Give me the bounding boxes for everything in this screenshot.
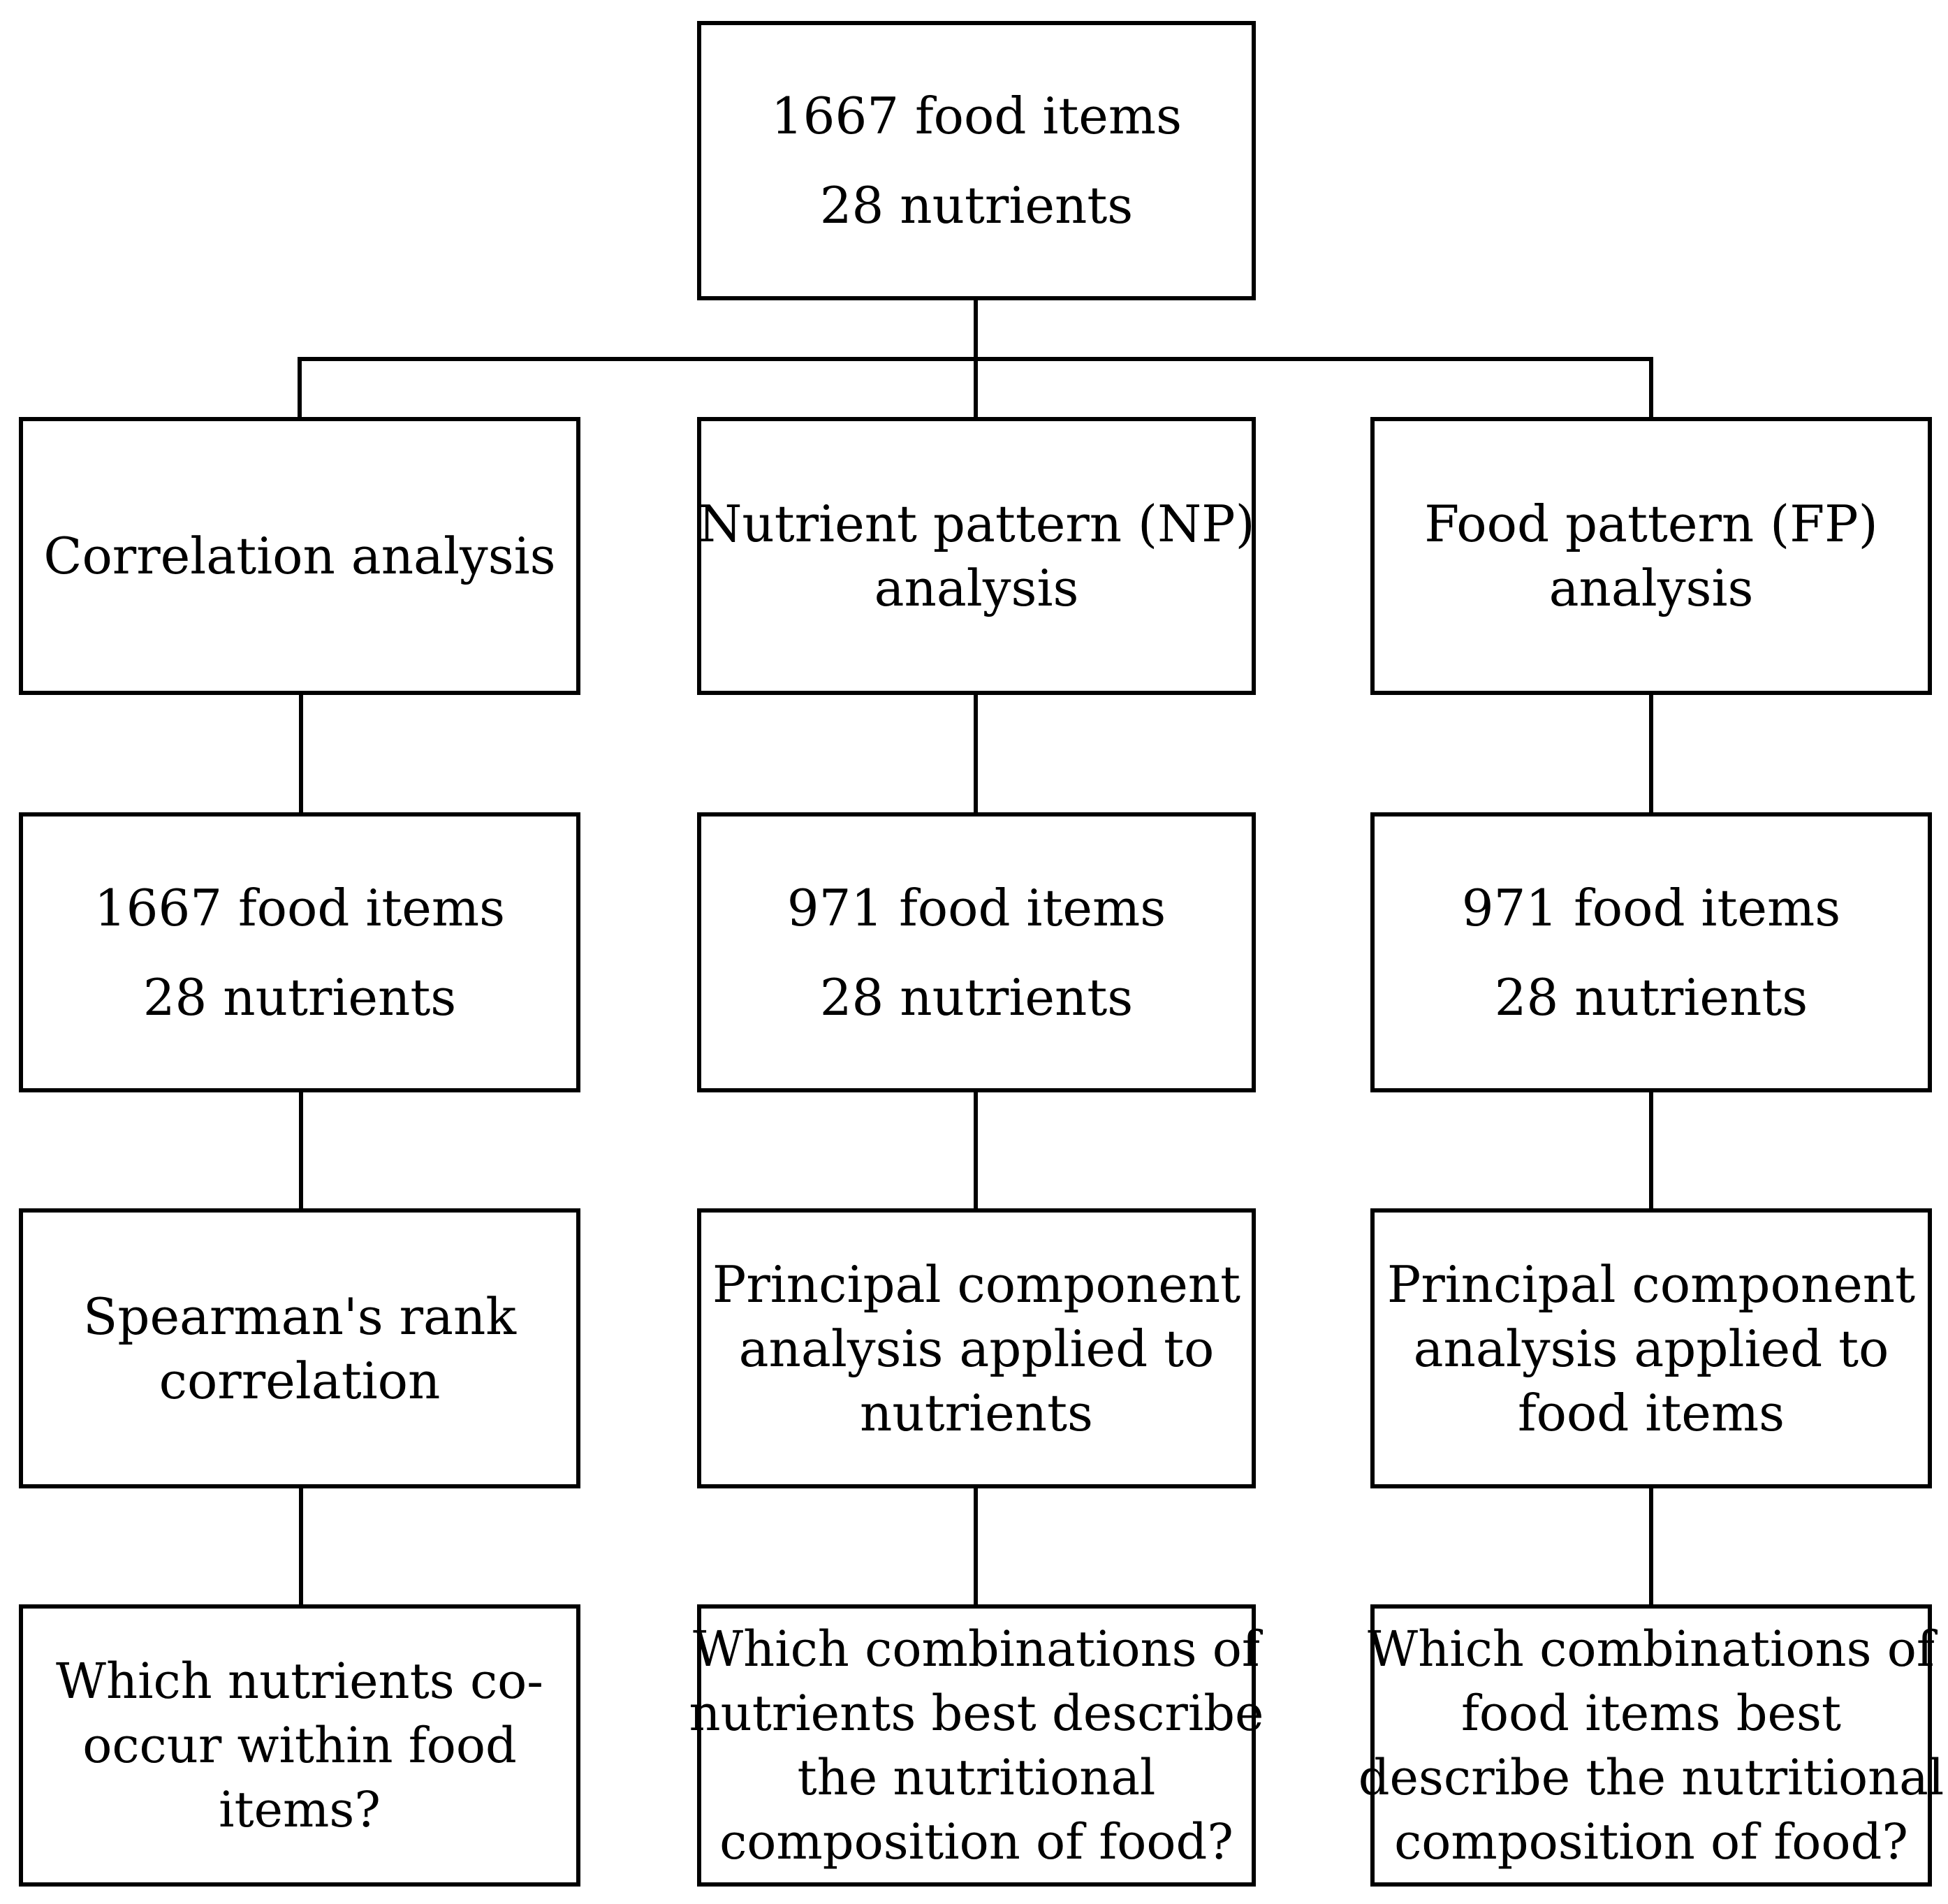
dataset-nutrients: 28 nutrients — [1494, 967, 1808, 1027]
fp-question-box: Which combinations of food items best de… — [1359, 1604, 1944, 1887]
question-text: items? — [219, 1781, 381, 1838]
correlation-analysis-box: Correlation analysis — [19, 417, 580, 695]
question-text: composition of food? — [719, 1813, 1233, 1870]
dataset-food-items: 971 food items — [786, 878, 1166, 937]
dataset-food-items: 971 food items — [1461, 878, 1841, 937]
dataset-nutrients: 28 nutrients — [819, 967, 1134, 1027]
method-label: Correlation analysis — [43, 527, 556, 585]
technique-label: correlation — [159, 1351, 441, 1410]
question-text: the nutritional — [797, 1749, 1156, 1806]
method-label: analysis — [874, 559, 1079, 617]
question-text: Which combinations of — [1368, 1620, 1935, 1678]
pca-nutrients-box: Principal component analysis applied to … — [697, 1208, 1256, 1488]
food-pattern-analysis-box: Food pattern (FP) analysis — [1370, 417, 1932, 695]
dataset-food-items: 1667 food items — [94, 878, 506, 937]
question-text: composition of food? — [1394, 1813, 1908, 1870]
method-label: Nutrient pattern (NP) — [698, 495, 1255, 553]
dataset-root-box: 1667 food items 28 nutrients — [697, 21, 1256, 300]
technique-label: Spearman's rank — [83, 1287, 516, 1346]
pca-food-items-box: Principal component analysis applied to … — [1370, 1208, 1932, 1488]
question-text: food items best — [1460, 1685, 1842, 1742]
correlation-dataset-box: 1667 food items 28 nutrients — [19, 812, 580, 1092]
question-text: occur within food — [82, 1717, 517, 1774]
spearman-correlation-box: Spearman's rank correlation — [19, 1208, 580, 1488]
fp-dataset-box: 971 food items 28 nutrients — [1370, 812, 1932, 1092]
method-label: analysis — [1548, 559, 1754, 617]
technique-label: Principal component — [1386, 1254, 1916, 1314]
technique-label: analysis applied to — [1413, 1319, 1889, 1378]
np-dataset-box: 971 food items 28 nutrients — [697, 812, 1256, 1092]
correlation-question-box: Which nutrients co- occur within food it… — [19, 1604, 580, 1887]
technique-label: food items — [1517, 1383, 1785, 1442]
root-nutrients: 28 nutrients — [819, 176, 1134, 235]
technique-label: analysis applied to — [738, 1319, 1215, 1378]
technique-label: Principal component — [712, 1254, 1241, 1314]
dataset-nutrients: 28 nutrients — [142, 967, 457, 1027]
technique-label: nutrients — [860, 1383, 1093, 1442]
np-question-box: Which combinations of nutrients best des… — [689, 1604, 1264, 1887]
root-food-items: 1667 food items — [770, 87, 1182, 145]
nutrient-pattern-analysis-box: Nutrient pattern (NP) analysis — [697, 417, 1256, 695]
question-text: Which nutrients co- — [56, 1653, 543, 1710]
question-text: Which combinations of — [693, 1620, 1260, 1678]
question-text: nutrients best describe — [689, 1685, 1264, 1742]
method-label: Food pattern (FP) — [1424, 495, 1878, 553]
question-text: describe the nutritional — [1358, 1749, 1945, 1806]
